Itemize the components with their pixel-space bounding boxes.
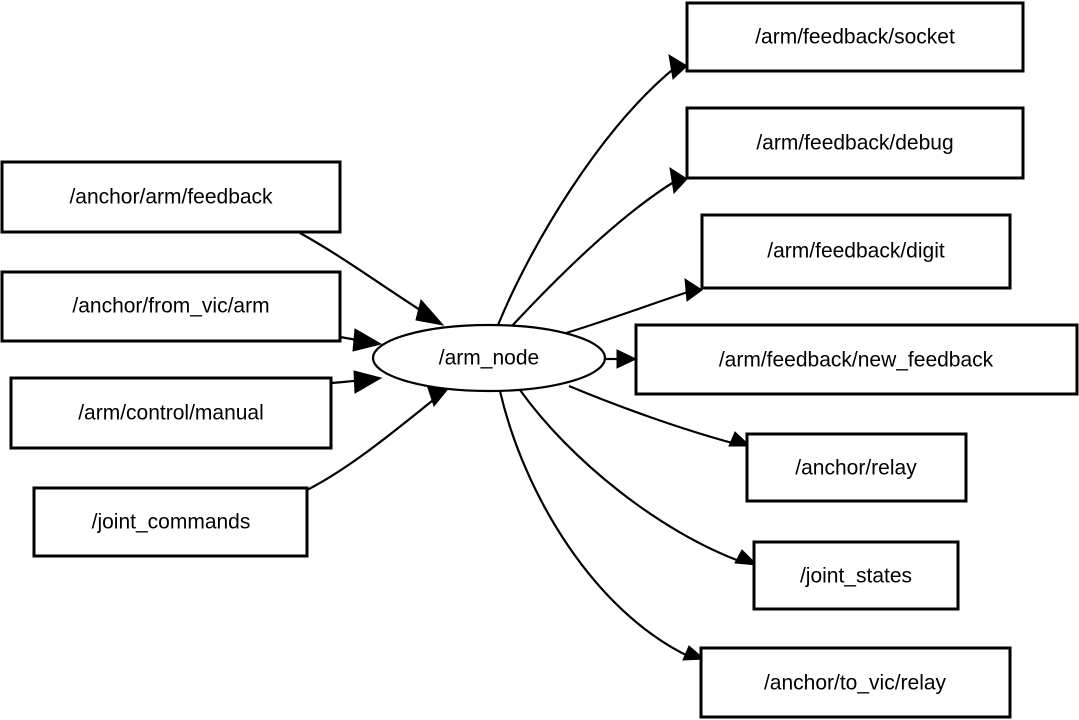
edge-anchor-from-vic-arm-to-arm-node [339,328,383,352]
edge-arm-node-to-arm-feedback-digit [565,278,703,335]
output-topic-label-4: /anchor/relay [795,457,917,480]
edge-arm-node-to-arm-feedback-debug [510,166,688,328]
input-topic-arm-control-manual[interactable]: /arm/control/manual [9,376,333,450]
center-node-arm-node[interactable]: /arm_node [371,323,607,393]
output-topic-label-3: /arm/feedback/new_feedback [719,349,994,372]
output-topic-anchor-relay[interactable]: /anchor/relay [745,432,968,503]
input-topic-label-1: /anchor/from_vic/arm [72,295,269,318]
input-topic-label-0: /anchor/arm/feedback [69,186,273,209]
output-topic-arm-feedback-socket[interactable]: /arm/feedback/socket [685,1,1025,73]
input-topic-joint-commands[interactable]: /joint_commands [32,486,309,558]
output-topic-label-0: /arm/feedback/socket [755,26,955,49]
output-topic-label-1: /arm/feedback/debug [756,132,953,155]
output-topic-label-6: /anchor/to_vic/relay [764,672,947,695]
output-topic-arm-feedback-new-feedback[interactable]: /arm/feedback/new_feedback [634,323,1079,396]
edge-arm-node-to-anchor-to-vic-relay [498,390,706,661]
input-topic-label-3: /joint_commands [92,511,251,534]
edge-arm-node-to-arm-feedback-socket [496,54,688,326]
edge-arm-node-to-arm-feedback-new-feedback [606,349,638,369]
edge-group-outputs [496,54,759,661]
input-topic-anchor-from-vic-arm[interactable]: /anchor/from_vic/arm [0,270,342,343]
edge-anchor-arm-feedback-to-arm-node [299,232,445,326]
input-topic-label-2: /arm/control/manual [78,402,264,425]
edge-group-inputs [299,232,448,491]
edge-arm-node-to-joint-states [519,389,759,566]
output-topic-anchor-to-vic-relay[interactable]: /anchor/to_vic/relay [699,646,1012,719]
output-topic-joint-states[interactable]: /joint_states [752,540,960,611]
output-topic-label-2: /arm/feedback/digit [767,240,945,263]
input-topic-anchor-arm-feedback[interactable]: /anchor/arm/feedback [0,160,342,234]
output-topic-arm-feedback-debug[interactable]: /arm/feedback/debug [685,106,1025,180]
edge-arm-control-manual-to-arm-node [330,370,383,394]
output-topic-label-5: /joint_states [800,565,912,588]
center-node-label: /arm_node [439,347,539,370]
output-topic-arm-feedback-digit[interactable]: /arm/feedback/digit [700,213,1012,290]
edge-arm-node-to-anchor-relay [568,384,752,447]
